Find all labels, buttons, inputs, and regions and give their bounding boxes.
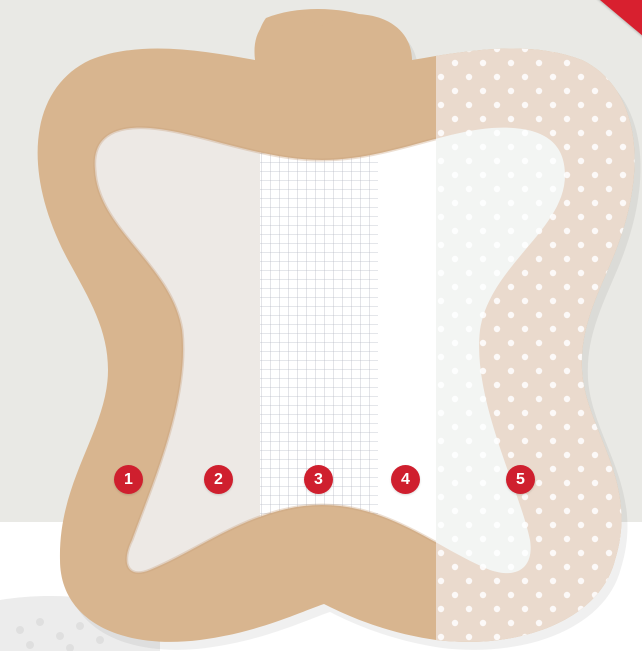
dressing-illustration (0, 0, 642, 651)
